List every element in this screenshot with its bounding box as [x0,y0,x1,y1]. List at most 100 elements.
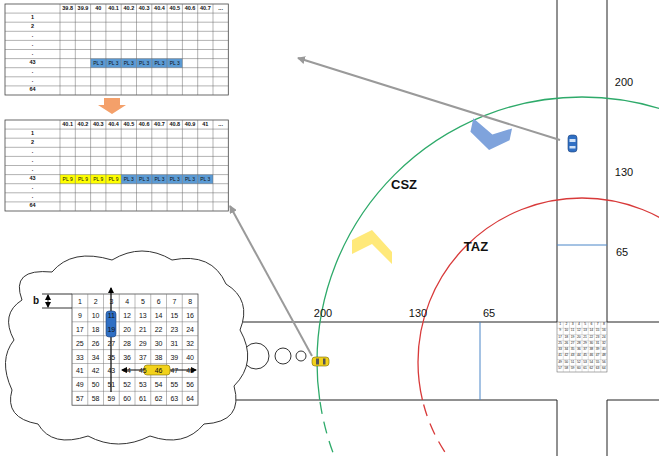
table-rule [167,4,168,95]
distance-label: 65 [483,308,495,319]
grid-border [557,322,607,372]
cell-number: 48 [602,355,606,358]
cell-number: 7 [597,323,599,326]
table-rule [5,156,228,157]
table-rule [5,201,228,202]
cell-number: 22 [589,336,593,339]
cell-number: 19 [571,336,575,339]
cell-number: 19 [107,325,115,332]
cell-number: 14 [589,330,593,333]
cell-number: 29 [583,342,587,345]
cell-number: 37 [583,348,587,351]
row-label: . [32,149,34,155]
table-cell-fill [91,175,106,184]
grid-rule [557,347,607,348]
cell-number: 50 [564,361,568,364]
cell-text: PL 9 [78,177,88,182]
cell-number: 3 [572,323,574,326]
column-header: 40.1 [62,122,73,128]
cell-number: 40 [186,353,194,360]
table-rule [5,192,228,193]
grid-rule [557,359,607,360]
cell-number: 64 [186,395,194,402]
table-rule [5,138,228,139]
table-rule [5,31,228,32]
column-header: 40.5 [169,6,180,12]
cell-number: 33 [76,353,84,360]
dimension-label: b [33,296,39,306]
column-header: 40.4 [108,122,119,128]
grid-rule [600,322,601,372]
table-rule [182,4,183,95]
cell-number: 35 [107,353,115,360]
distance-label: 65 [616,247,628,258]
cell-number: 24 [186,325,194,332]
cell-number: 50 [92,381,100,388]
cell-number: 51 [107,381,115,388]
table-rule [136,120,137,211]
cell-number: 52 [577,361,581,364]
cell-number: 27 [107,339,115,346]
cell-number: 45 [583,355,587,358]
column-header: 39.9 [78,6,89,12]
grid-rule [557,353,607,354]
cell-number: 47 [170,367,178,374]
cell-number: 51 [571,361,575,364]
column-header: 40.2 [78,122,89,128]
table-cell-fill [167,175,182,184]
column-header: 40.7 [154,122,165,128]
row-label: . [32,42,34,48]
table-cell-fill [198,175,213,184]
grid-rule [557,365,607,366]
cell-number: 44 [577,355,581,358]
zone-name: CSZ [391,178,417,191]
cell-number: 8 [188,297,192,304]
table-rule [75,4,76,95]
cell-number: 54 [155,381,163,388]
table-rule [5,22,228,23]
car-blue [568,135,577,152]
cell-number: 31 [170,339,178,346]
cell-number: 60 [123,395,131,402]
column-header: 40.3 [139,6,150,12]
cell-number: 34 [92,353,100,360]
row-label: . [32,195,34,201]
grid-rule [72,391,198,392]
row-label: 43 [29,176,35,182]
cell-text: PL 9 [108,177,118,182]
cell-number: 3 [109,297,113,304]
road [230,0,659,456]
cell-number: 35 [571,348,575,351]
table-rule [5,129,228,130]
cell-number: 20 [123,325,131,332]
cell-text: PL 3 [124,61,134,66]
table-rule [151,120,152,211]
cell-number: 57 [558,367,562,370]
cell-number: 27 [571,342,575,345]
cell-number: 55 [170,381,178,388]
table-border [5,120,228,211]
distance-label: 130 [409,308,427,319]
table-cell-fill [167,59,182,68]
cell-number: 17 [558,336,562,339]
cell-number: 1 [78,297,82,304]
cell-number: 32 [602,342,606,345]
car-yellow [312,357,329,366]
cell-number: 7 [172,297,176,304]
cell-number: 24 [602,336,606,339]
row-label: . [32,79,34,85]
cell-number: 46 [589,355,593,358]
cell-number: 8 [603,323,605,326]
cell-text: PL 9 [63,177,73,182]
cell-number: 38 [155,353,163,360]
cell-text: PL 3 [139,177,149,182]
table-rule [197,120,198,211]
cell-number: 57 [76,395,84,402]
cell-number: 26 [92,339,100,346]
row-label: . [32,167,34,173]
cell-number: 21 [583,336,587,339]
cell-number: 14 [155,311,163,318]
cell-number: 16 [602,330,606,333]
column-header: 40.3 [93,122,104,128]
column-header: 40.1 [108,6,119,12]
